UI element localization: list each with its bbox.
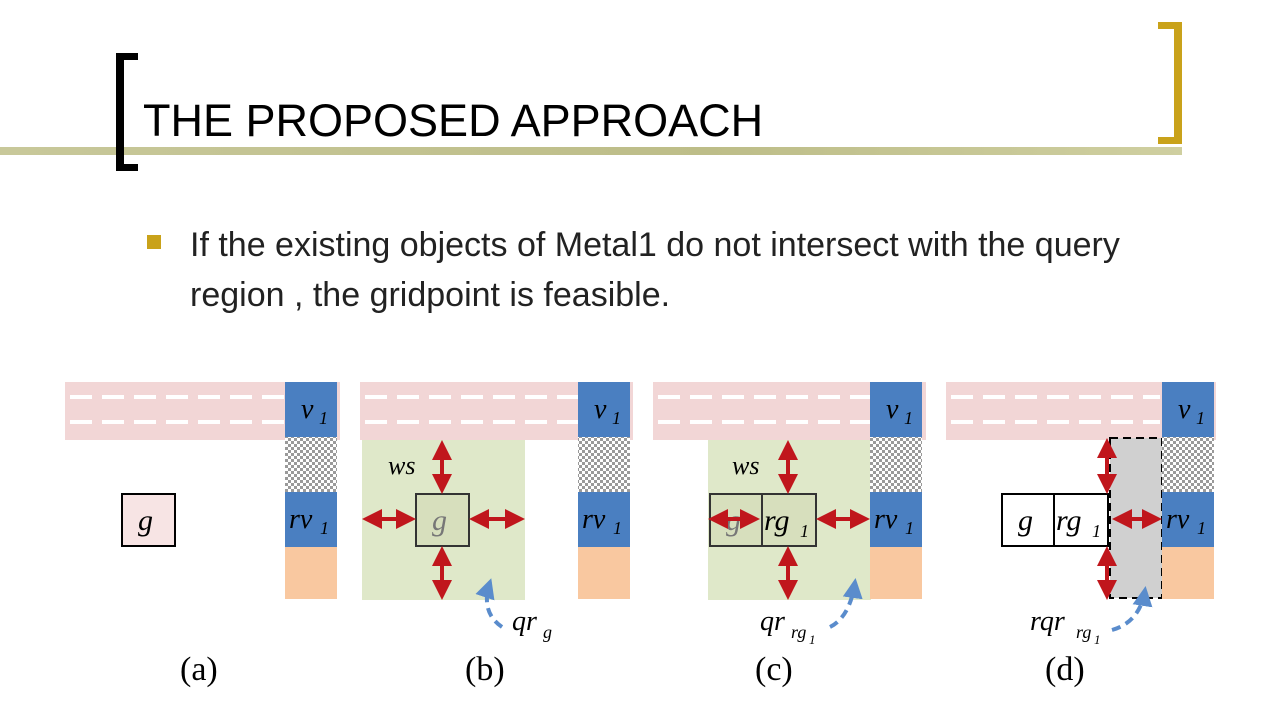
panel-a: v 1 rv 1 g (a) xyxy=(65,382,340,688)
bullet-square-icon xyxy=(147,235,161,249)
qrrg1-sub: rg xyxy=(791,622,806,642)
qr-pointer-arrow xyxy=(829,578,863,629)
rg1-sub: 1 xyxy=(800,521,809,541)
caption-a: (a) xyxy=(180,651,218,688)
ws-label: ws xyxy=(388,451,415,480)
rv1-label: rv xyxy=(1166,504,1190,535)
via-v1-sub: 1 xyxy=(904,408,913,428)
rg1-label: rg xyxy=(1056,504,1082,537)
panel-c: v 1 rv 1 g rg 1 ws qr rg 1 (c) xyxy=(653,382,926,688)
rv1-sub: 1 xyxy=(320,518,329,538)
panel-d: v 1 rv 1 g rg 1 rqr rg 1 (d) xyxy=(946,382,1216,688)
rv1-sub: 1 xyxy=(613,518,622,538)
rv1-label: rv xyxy=(874,504,898,535)
rv1-label: rv xyxy=(582,504,606,535)
rv1-block xyxy=(870,492,922,547)
g-label: g xyxy=(138,504,153,537)
orange-block xyxy=(1162,547,1214,599)
via-v1-sub: 1 xyxy=(612,408,621,428)
via-v1-sub: 1 xyxy=(319,408,328,428)
checker-block xyxy=(1162,437,1214,492)
left-bracket-decoration xyxy=(116,53,138,171)
rg1-label: rg xyxy=(764,504,790,537)
caption-d: (d) xyxy=(1045,651,1085,688)
bullet-text: If the existing objects of Metal1 do not… xyxy=(190,226,1120,314)
gridpoint-rg1 xyxy=(761,493,817,547)
rv1-sub: 1 xyxy=(1197,518,1206,538)
via-v1-label: v xyxy=(886,394,899,425)
checker-block xyxy=(285,437,337,492)
panel-b: v 1 rv 1 g ws qr g (b) xyxy=(360,382,633,688)
g-label: g xyxy=(432,504,447,537)
checker-block xyxy=(870,437,922,492)
qrg-sub: g xyxy=(543,622,552,642)
orange-block xyxy=(870,547,922,599)
qrg-label: qr xyxy=(512,606,537,637)
title-underline xyxy=(0,147,1182,155)
routing-figure: v 1 rv 1 g (a) v 1 rv 1 g ws qr g (b) xyxy=(65,382,1216,688)
slide-title: THE PROPOSED APPROACH xyxy=(143,95,764,146)
via-v1-label: v xyxy=(1178,394,1191,425)
caption-c: (c) xyxy=(755,651,793,688)
rv1-block xyxy=(1162,492,1214,547)
rqrrg1-label: rqr xyxy=(1030,606,1065,637)
rv1-block xyxy=(285,492,337,547)
g-label: g xyxy=(1018,504,1033,537)
rv1-label: rv xyxy=(289,504,313,535)
rv1-sub: 1 xyxy=(905,518,914,538)
orange-block xyxy=(285,547,337,599)
rg1-sub: 1 xyxy=(1092,521,1101,541)
rqrrg1-subsub: 1 xyxy=(1094,632,1101,647)
via-v1 xyxy=(285,382,337,437)
right-bracket-decoration xyxy=(1158,22,1182,144)
caption-b: (b) xyxy=(465,651,505,688)
qr-pointer-arrow xyxy=(1111,586,1153,632)
qr-pointer-arrow xyxy=(475,578,504,629)
qrrg1-subsub: 1 xyxy=(809,632,816,647)
rv1-block xyxy=(578,492,630,547)
via-v1-label: v xyxy=(594,394,607,425)
via-v1 xyxy=(870,382,922,437)
gridpoint-rg1 xyxy=(1053,493,1109,547)
via-v1 xyxy=(578,382,630,437)
gridpoint-g xyxy=(121,493,176,547)
ws-label: ws xyxy=(732,451,759,480)
via-v1-sub: 1 xyxy=(1196,408,1205,428)
rqrrg1-sub: rg xyxy=(1076,622,1091,642)
qrrg1-label: qr xyxy=(760,606,785,637)
via-v1-label: v xyxy=(301,394,314,425)
via-v1 xyxy=(1162,382,1214,437)
orange-block xyxy=(578,547,630,599)
gridpoint-g xyxy=(1001,493,1055,547)
checker-block xyxy=(578,437,630,492)
